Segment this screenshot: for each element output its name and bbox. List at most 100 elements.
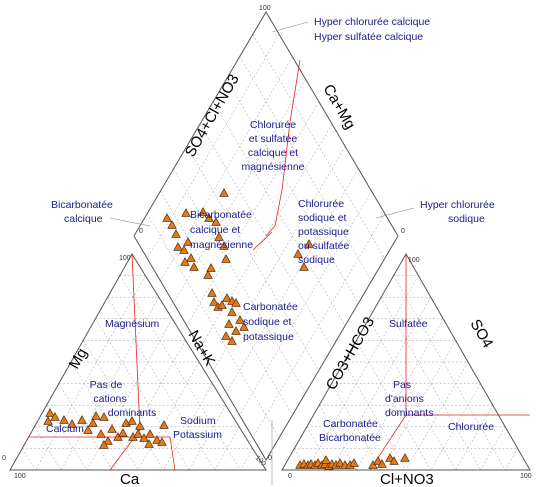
diamond-sample-point (189, 262, 199, 271)
cation-sample-point (145, 429, 155, 438)
diamond-grid-line (173, 168, 306, 393)
diamond-sample-point (180, 257, 190, 266)
tick-anion-bottom-left: 0 (288, 473, 292, 480)
cation-grid-line (240, 448, 253, 471)
diamond-sample-point (206, 263, 216, 272)
zone-label-line: Bicarbonatée (319, 432, 381, 444)
tick-cation-bottom-left: 100 (14, 473, 26, 480)
cation-sample-point (45, 408, 55, 417)
cation-grid-line (58, 383, 113, 471)
leader-line-hyper-sodique (375, 207, 415, 219)
anion-sample-point (373, 456, 383, 465)
cation-sample-point (96, 429, 106, 438)
anion-sample-point (349, 458, 359, 467)
tick-anion-bottom-right: 100 (520, 473, 532, 480)
zone-label-line: calcique (64, 213, 103, 225)
tick-diamond-right: 0 (401, 228, 405, 235)
zone-label-line: dominants (108, 407, 156, 419)
cation-grid-line (35, 275, 146, 471)
anion-grid-line (331, 297, 432, 471)
diamond-grid-line (160, 191, 293, 416)
sample-points (43, 188, 410, 470)
zone-hyper-chloruree-calcique: Hyper chlorurée calcique Hyper sulfatée … (314, 16, 430, 43)
diamond-sample-point (183, 237, 193, 246)
sodium-boundary (169, 436, 176, 471)
tick-diamond-top: 100 (259, 5, 271, 12)
zone-bicarbonatee-calcique-magnesienne: Bicarbonatée calcique et magnésienne (190, 209, 253, 251)
tick-cation-left: 0 (2, 455, 6, 462)
diamond-sample-point (239, 322, 249, 331)
anion-sample-point (400, 453, 410, 462)
zone-label-line: Carbonatée (243, 301, 298, 313)
diamond-grid-line (226, 79, 359, 304)
diamond-boundary-line (265, 59, 301, 237)
zone-carbonatee-bicarbonatee: Carbonatée Bicarbonatée (319, 418, 381, 444)
axis-label-ca: Ca (120, 471, 140, 487)
diamond-sample-point (217, 300, 227, 309)
diamond-sample-point (173, 242, 183, 251)
diamond-grid-line (186, 101, 320, 326)
diamond-sample-point (211, 217, 221, 226)
zone-label-line: magnésienne (241, 161, 304, 173)
diamond-sample-point (209, 297, 219, 306)
anion-grid-line (455, 405, 494, 471)
zone-label-line: Chlorurée (250, 119, 296, 131)
zone-hyper-chloruree-sodique: Hyper chlorurée sodique (420, 199, 495, 225)
zone-label-line: Hyper chlorurée (420, 199, 495, 211)
cation-sample-point (103, 436, 113, 445)
tick-anion-left: 0 (268, 455, 272, 462)
cation-sample-point (159, 420, 169, 429)
diamond-sample-point (222, 293, 232, 302)
zone-sodium-potassium: Sodium Potassium (173, 415, 222, 441)
anion-grid-line (380, 297, 481, 471)
cation-sample-point (144, 439, 154, 448)
zone-label-line: ou sulfatée (298, 240, 350, 252)
diamond-sample-point (181, 208, 191, 217)
cation-grid-line (188, 405, 227, 471)
diamond-grid-line (239, 56, 372, 281)
magnesium-boundary (109, 253, 141, 471)
zone-chloruree-sodique: Chlorurée sodique et potassique ou sulfa… (298, 198, 350, 266)
anion-triangle-outline (281, 252, 531, 471)
cation-sample-point (43, 416, 53, 425)
zone-label-line: dominants (385, 407, 433, 419)
cation-sample-point (135, 421, 145, 430)
zone-label-line: potassique (243, 331, 294, 343)
anion-grid-line (356, 318, 444, 471)
zone-label-line: sodique (298, 254, 335, 266)
zone-label-line: Chlorurée (298, 198, 344, 210)
diamond-boundary-line-2 (252, 231, 273, 251)
diamond-sample-point (227, 336, 237, 345)
diamond-grid-line (252, 213, 386, 438)
diamond-sample-point (171, 229, 181, 238)
diamond-sample-point (231, 298, 241, 307)
diamond-sample-point (198, 207, 208, 216)
zone-pas-de-cations: Pas de cations dominants (90, 379, 157, 419)
anion-grid-line (504, 448, 518, 471)
anion-sample-point (321, 455, 331, 464)
cation-sample-point (83, 425, 93, 434)
cation-grid-line (70, 361, 139, 471)
tick-anion-top: 100 (408, 257, 420, 264)
zone-label-line: Pas (393, 379, 411, 391)
diamond-grid-line (160, 56, 293, 281)
anion-grid-line (368, 318, 456, 471)
cation-grid-line (60, 297, 160, 471)
diamond-sample-point (221, 254, 231, 263)
diamond-sample-point (203, 270, 213, 279)
cation-grid-line (107, 297, 216, 471)
axis-label-so4-cl-no3: SO4+Cl+NO3 (182, 71, 243, 160)
diamond-sample-point (219, 241, 229, 250)
diamond-sample-point (186, 253, 196, 262)
anion-grid-line (405, 361, 469, 471)
zone-label-line: Hyper chlorurée calcique (314, 16, 430, 28)
anion-sample-point (335, 458, 345, 467)
axis-label-mg: Mg (66, 345, 91, 372)
cation-sample-point (67, 419, 77, 428)
diamond-sample-point (299, 262, 309, 271)
diamond-sample-point (224, 319, 234, 328)
zone-label-line: Carbonatée (323, 418, 378, 430)
zone-label-line: et sulfatée (249, 133, 298, 145)
zone-label-line: Bicarbonatée (51, 199, 113, 211)
